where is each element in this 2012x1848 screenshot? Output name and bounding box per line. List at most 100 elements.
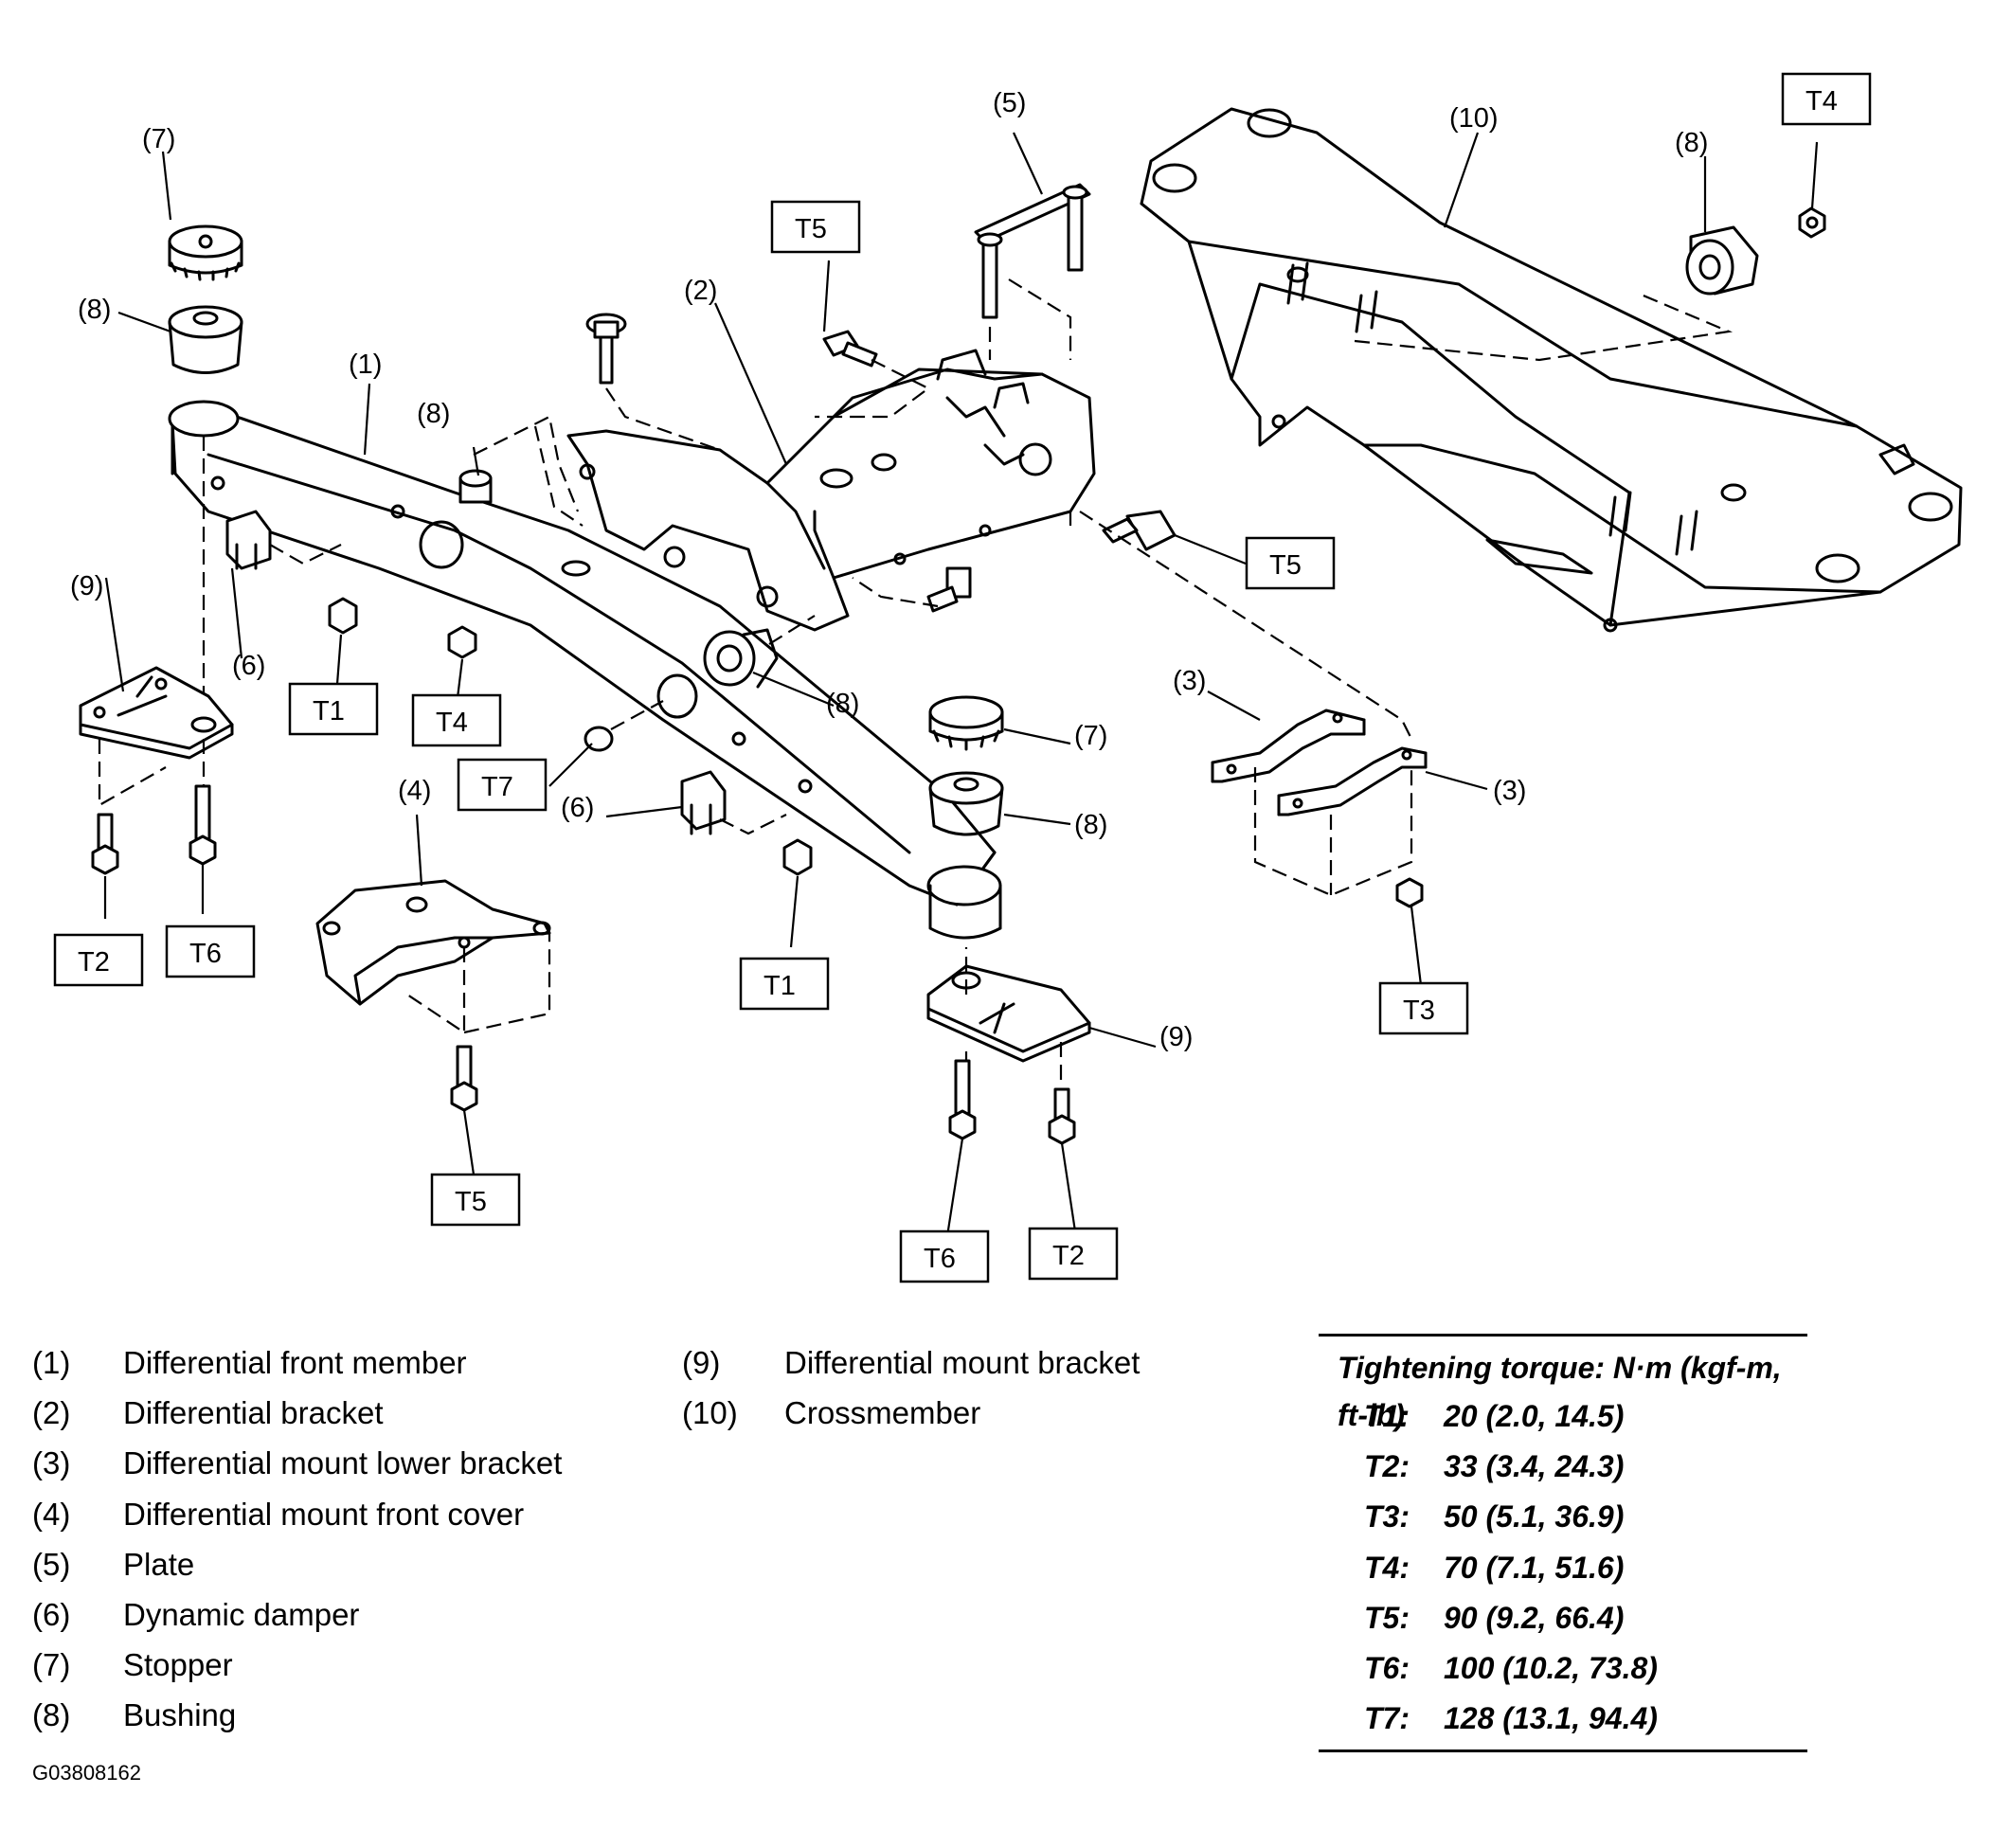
torque-box-t1-left: T1 (288, 682, 379, 736)
legend-number: (6) (32, 1596, 71, 1632)
torque-box-t2-right: T2 (1028, 1227, 1119, 1281)
callout-5: (5) (993, 88, 1026, 118)
legend-number: (3) (32, 1445, 71, 1481)
legend-number: (9) (682, 1345, 721, 1380)
torque-value: 128 (13.1, 94.4) (1444, 1701, 1658, 1736)
torque-key: T2: (1364, 1449, 1410, 1484)
legend-item: (6) Dynamic damper (32, 1589, 562, 1640)
torque-boxes: T1 T1 T2 T2 T3 T4 T4 T5 (53, 72, 1872, 1283)
torque-value: 33 (3.4, 24.3) (1444, 1449, 1625, 1484)
torque-table-bottom-rule (1319, 1749, 1807, 1753)
parts-legend-right: (9) Differential mount bracket (10)Crossm… (682, 1337, 1140, 1438)
svg-text:T5: T5 (1269, 550, 1302, 581)
svg-text:T6: T6 (189, 939, 222, 969)
callout-8-middle: (8) (826, 689, 859, 719)
torque-key: T6: (1364, 1650, 1410, 1685)
differential-mount-bracket-right-drawing (926, 947, 1091, 1145)
callout-4: (4) (398, 776, 431, 806)
legend-number: (8) (32, 1697, 71, 1733)
svg-text:T1: T1 (313, 696, 345, 727)
leader-lines (103, 132, 1819, 1237)
stopper-bushing-left-drawing (168, 224, 243, 374)
svg-text:T6: T6 (924, 1244, 956, 1274)
callout-8-member: (8) (417, 399, 450, 429)
plate-drawing (974, 183, 1091, 360)
legend-number: (4) (32, 1496, 71, 1532)
torque-row: T2: 33 (3.4, 24.3) (1319, 1442, 1807, 1492)
crossmember-drawing (1140, 107, 1963, 633)
legend-number: (5) (32, 1546, 71, 1582)
svg-text:T1: T1 (763, 971, 796, 1001)
figure-code: G03808162 (32, 1761, 141, 1785)
differential-mount-front-cover-drawing (315, 879, 551, 1112)
legend-name: Differential bracket (123, 1395, 384, 1431)
callout-labels: (1) (2) (3) (3) (4) (5) (6) (6) (7) (7) … (70, 88, 1708, 1052)
torque-row: T6:100 (10.2, 73.8) (1319, 1643, 1807, 1694)
callout-2: (2) (684, 276, 717, 306)
torque-table-top-rule (1319, 1334, 1807, 1337)
torque-key: T3: (1364, 1499, 1410, 1534)
torque-box-t3: T3 (1378, 981, 1469, 1035)
callout-1: (1) (349, 350, 382, 380)
legend-item: (3)Differential mount lower bracket (32, 1438, 562, 1488)
legend-item: (1)Differential front member (32, 1337, 562, 1388)
legend-name: Crossmember (784, 1395, 981, 1431)
torque-row: T7:128 (13.1, 94.4) (1319, 1694, 1807, 1744)
torque-key: T4: (1364, 1550, 1410, 1585)
svg-text:T7: T7 (481, 772, 513, 802)
callout-8-right: (8) (1074, 810, 1107, 840)
torque-box-t4-upper-right: T4 (1781, 72, 1872, 126)
torque-box-t5-upper: T5 (770, 200, 861, 254)
differential-bracket-drawing (533, 349, 1096, 632)
differential-mount-bracket-left-drawing (79, 666, 234, 875)
torque-box-t6-right: T6 (899, 1229, 990, 1283)
callout-10: (10) (1449, 103, 1499, 134)
legend-item: (4)Differential mount front cover (32, 1489, 562, 1539)
torque-box-t6-left: T6 (165, 924, 256, 978)
torque-row: T3:50 (5.1, 36.9) (1319, 1492, 1807, 1542)
svg-text:T2: T2 (78, 947, 110, 978)
callout-8-upper-right: (8) (1675, 128, 1708, 158)
torque-box-t1-middle: T1 (739, 957, 830, 1011)
torque-row: T5: 90 (9.2, 66.4) (1319, 1593, 1807, 1643)
stopper-bushing-right-drawing (928, 695, 1004, 836)
legend-number: (7) (32, 1647, 71, 1683)
legend-name: Dynamic damper (123, 1596, 360, 1632)
legend-item: (5) Plate (32, 1539, 562, 1589)
callout-3-left: (3) (1173, 666, 1206, 696)
svg-text:T5: T5 (795, 214, 827, 244)
callout-8-left: (8) (78, 295, 111, 325)
legend-name: Bushing (123, 1697, 237, 1733)
callout-9-left: (9) (70, 571, 103, 601)
legend-name: Differential mount bracket (784, 1345, 1141, 1380)
legend-item: (10)Crossmember (682, 1388, 1140, 1438)
legend-item: (9) Differential mount bracket (682, 1337, 1140, 1388)
tightening-torque-table: Tightening torque: N·m (kgf-m, ft-lb) T1… (1319, 1334, 1807, 1753)
callout-7-left: (7) (142, 124, 175, 154)
svg-text:T4: T4 (1805, 86, 1838, 117)
torque-value: 90 (9.2, 66.4) (1444, 1600, 1625, 1635)
torque-box-t2-left: T2 (53, 933, 144, 987)
torque-table-heading: Tightening torque: N·m (kgf-m, ft-lb) (1338, 1351, 1782, 1432)
legend-number: (2) (32, 1395, 71, 1431)
legend-item: (7)Stopper (32, 1640, 562, 1690)
svg-text:T3: T3 (1403, 996, 1435, 1026)
torque-box-t5-right: T5 (1245, 536, 1336, 590)
torque-box-t7: T7 (457, 758, 548, 812)
callout-9-right: (9) (1159, 1022, 1193, 1052)
svg-text:T2: T2 (1052, 1241, 1085, 1271)
torque-value: 70 (7.1, 51.6) (1444, 1550, 1625, 1585)
legend-name: Plate (123, 1546, 195, 1582)
legend-item: (2) Differential bracket (32, 1388, 562, 1438)
torque-key: T5: (1364, 1600, 1410, 1635)
svg-text:T5: T5 (455, 1187, 487, 1217)
torque-row: T4: 70 (7.1, 51.6) (1319, 1543, 1807, 1593)
svg-text:T4: T4 (436, 708, 468, 738)
parts-legend-left: (1)Differential front member (2) Differen… (32, 1337, 562, 1741)
callout-3-right: (3) (1493, 776, 1526, 806)
torque-value: 20 (2.0, 14.5) (1444, 1399, 1625, 1433)
callout-6-right: (6) (561, 793, 594, 823)
torque-box-t4-member: T4 (411, 693, 502, 747)
legend-name: Differential front member (123, 1345, 467, 1380)
